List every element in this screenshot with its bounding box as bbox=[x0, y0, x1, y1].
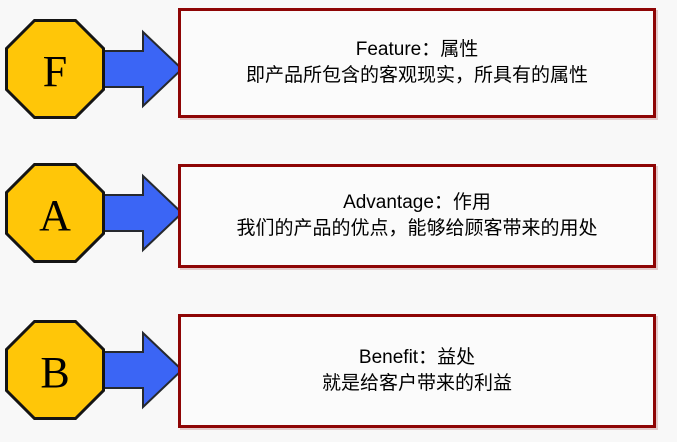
octagon-letter: B bbox=[40, 348, 69, 397]
box-description: 即产品所包含的客观现实，所具有的属性 bbox=[245, 65, 588, 86]
right-arrow-icon bbox=[101, 173, 184, 253]
box-title: Feature：属性 bbox=[355, 39, 479, 60]
octagon-shape bbox=[5, 19, 105, 119]
octagon-letter: F bbox=[43, 47, 67, 96]
octagon-arrow-graphic: B bbox=[5, 320, 184, 420]
octagon-arrow-graphic: F bbox=[5, 19, 184, 119]
octagon-letter: A bbox=[39, 191, 71, 240]
right-arrow-icon bbox=[101, 29, 184, 109]
box-title: Advantage：作用 bbox=[343, 192, 491, 213]
description-box: Benefit：益处 就是给客户带来的利益 bbox=[178, 314, 656, 428]
octagon-shape bbox=[5, 163, 105, 263]
description-box: Advantage：作用 我们的产品的优点，能够给顾客带来的用处 bbox=[178, 164, 656, 268]
octagon-shape bbox=[5, 320, 105, 420]
box-title: Benefit：益处 bbox=[358, 347, 476, 368]
right-arrow-icon bbox=[101, 330, 184, 410]
box-description: 就是给客户带来的利益 bbox=[321, 373, 512, 394]
octagon-arrow-graphic: A bbox=[5, 163, 184, 263]
description-box: Feature：属性 即产品所包含的客观现实，所具有的属性 bbox=[178, 8, 656, 118]
box-description: 我们的产品的优点，能够给顾客带来的用处 bbox=[236, 218, 598, 239]
